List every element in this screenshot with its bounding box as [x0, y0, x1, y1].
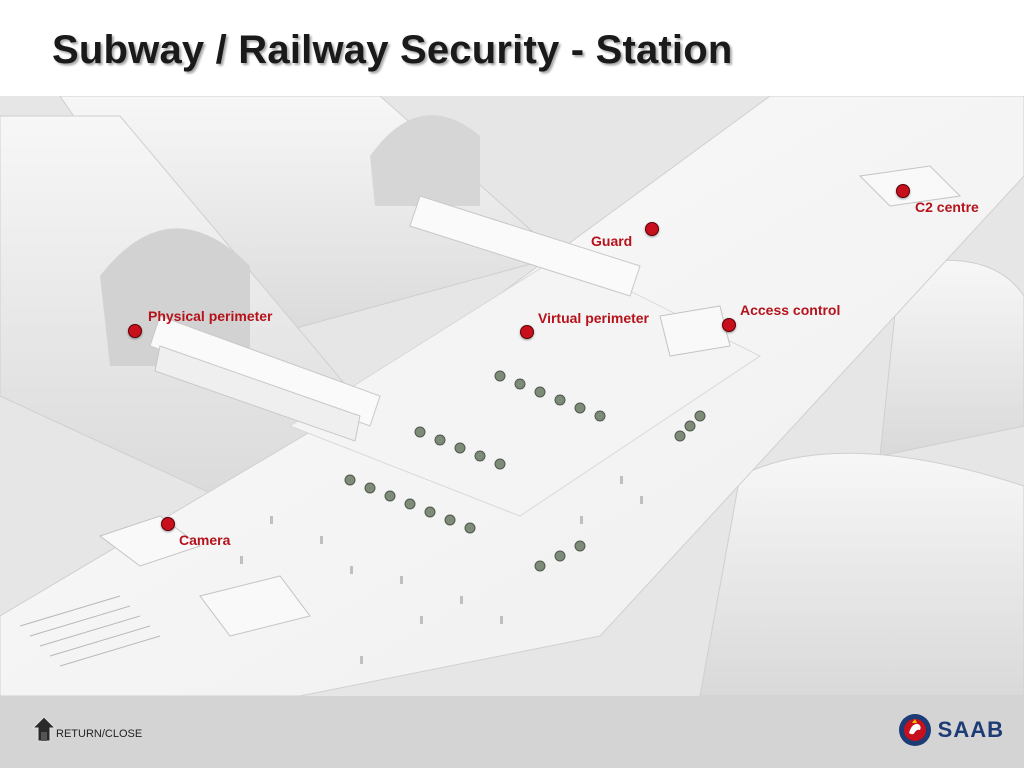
hotspot-label[interactable]: Virtual perimeter — [538, 310, 650, 326]
home-arrow-icon[interactable] — [32, 716, 56, 742]
hotspot-label[interactable]: Guard — [591, 233, 633, 249]
hotspot-marker-icon[interactable] — [520, 325, 534, 339]
hotspot-marker-icon[interactable] — [161, 517, 175, 531]
planter-rows — [344, 370, 706, 572]
train-left — [149, 315, 381, 442]
hotspot-label[interactable]: Camera — [179, 532, 231, 548]
hotspot-label[interactable]: Access control — [740, 302, 841, 318]
station-illustration: Physical perimeter Virtual perimeter Gua… — [0, 96, 1024, 696]
hotspot-marker-icon[interactable] — [645, 222, 659, 236]
footer-bar: RETURN/CLOSE SAAB — [0, 696, 1024, 768]
tunnel-right — [699, 259, 1024, 696]
hotspot-marker-icon[interactable] — [128, 324, 142, 338]
hotspot-marker-icon[interactable] — [896, 184, 910, 198]
return-close-button[interactable]: RETURN/CLOSE — [32, 716, 142, 742]
station-buildings — [98, 165, 962, 637]
saab-griffin-emblem-icon — [898, 714, 931, 746]
hotspot-marker-icon[interactable] — [722, 318, 736, 332]
people — [240, 476, 643, 664]
saab-logo: SAAB — [898, 712, 1004, 748]
hotspot-label[interactable]: Physical perimeter — [148, 308, 273, 324]
train-upper — [409, 195, 641, 297]
hotspot-label[interactable]: C2 centre — [915, 199, 979, 215]
station-3d-drawing — [0, 96, 1024, 696]
page-title: Subway / Railway Security - Station — [52, 28, 733, 72]
saab-wordmark: SAAB — [937, 717, 1004, 742]
stairs — [19, 595, 161, 667]
return-close-label[interactable]: RETURN/CLOSE — [56, 728, 143, 740]
